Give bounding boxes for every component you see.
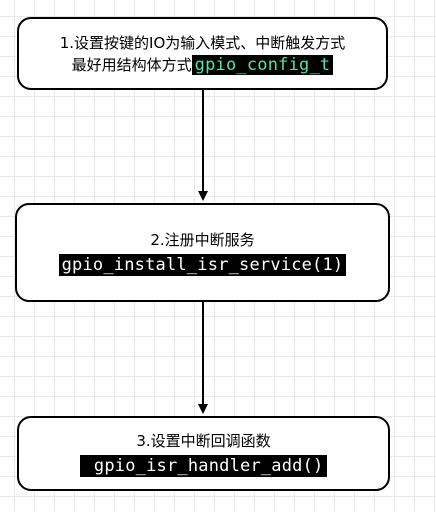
step-2-box[interactable]: 2.注册中断服务 gpio_install_isr_service(1) [15,203,390,302]
step-2-title: 2.注册中断服务 [150,231,255,249]
step-3-code: gpio_isr_handler_add() [80,455,327,477]
step-1-subtitle: 最好用结构体方式 [71,55,192,74]
step-1-code: gpio_config_t [191,54,334,75]
step-1-title: 1.设置按键的IO为输入模式、中断触发方式 [59,33,346,52]
step-2-code: gpio_install_isr_service(1) [58,254,347,276]
step-3-title: 3.设置中断回调函数 [136,432,271,450]
step-3-box[interactable]: 3.设置中断回调函数 gpio_isr_handler_add() [17,416,390,491]
